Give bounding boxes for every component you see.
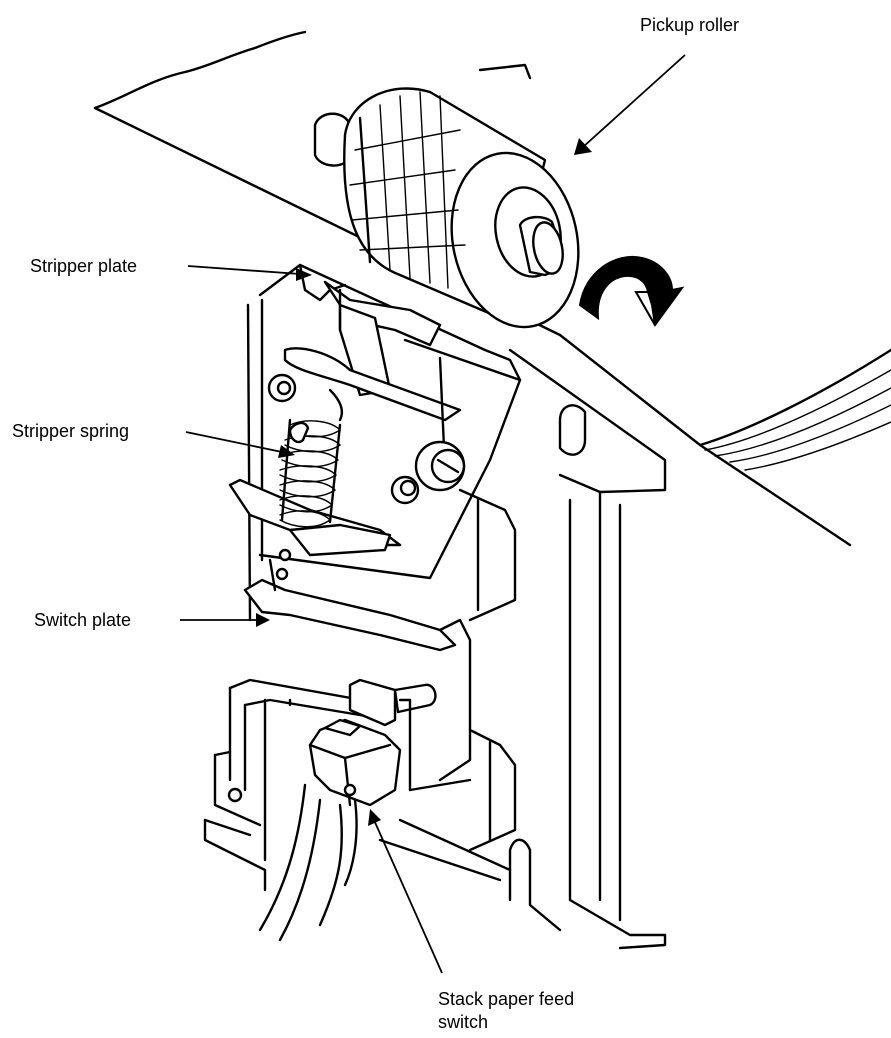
switch-plate-shape (243, 548, 472, 782)
tray-frame (508, 333, 891, 950)
leader-lines (180, 54, 686, 974)
label-stack-paper-feed-switch-line1: Stack paper feed (438, 989, 575, 1009)
microswitch (308, 718, 402, 807)
switch-housing (203, 678, 517, 902)
pickup-roller-shape (313, 87, 580, 329)
switch-wires (258, 783, 358, 942)
label-stripper-plate: Stripper plate (30, 256, 138, 276)
stripper-spring-coil (279, 388, 344, 528)
label-pickup-roller: Pickup roller (640, 15, 740, 35)
label-stack-paper-feed-switch-line2: switch (438, 1012, 489, 1032)
label-switch-plate: Switch plate (34, 610, 132, 630)
stripper-bracket (228, 263, 522, 622)
label-stripper-spring: Stripper spring (12, 421, 130, 441)
rotation-arrow (578, 255, 685, 327)
